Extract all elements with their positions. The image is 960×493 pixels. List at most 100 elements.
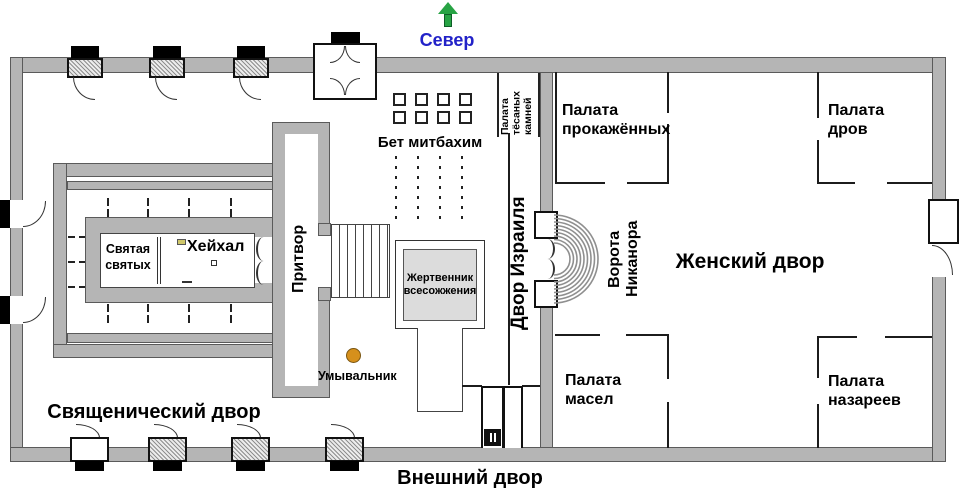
lepers-wall bbox=[555, 182, 605, 184]
wall-opening bbox=[10, 296, 23, 324]
porch-interior bbox=[285, 134, 318, 386]
west-gate bbox=[0, 296, 48, 324]
hook-square bbox=[459, 93, 472, 106]
oils-wall bbox=[667, 402, 669, 448]
arrow-head bbox=[438, 2, 458, 14]
womens-court-label: Женский двор bbox=[675, 250, 825, 273]
wood-wall bbox=[887, 182, 932, 184]
hewn-stones-label: Палата тёсаных камней bbox=[499, 91, 534, 135]
laver-icon bbox=[346, 348, 361, 363]
cell-divider bbox=[68, 286, 86, 288]
temple-inner-band-top bbox=[67, 181, 273, 190]
outer-wall-left bbox=[10, 57, 23, 462]
gate-door bbox=[233, 58, 269, 78]
nazirites-wall bbox=[817, 336, 819, 378]
oils-wall bbox=[667, 334, 669, 379]
wood-wall bbox=[817, 182, 855, 184]
lepers-wall bbox=[667, 124, 669, 184]
south-gate-channel bbox=[503, 386, 523, 448]
west-gate bbox=[0, 200, 48, 228]
cell-divider bbox=[188, 198, 190, 217]
cell-divider bbox=[147, 198, 149, 217]
gate-cap bbox=[237, 46, 265, 58]
door-arc-icon bbox=[23, 201, 46, 227]
wood-wall bbox=[817, 140, 819, 184]
table-dots bbox=[461, 156, 463, 220]
porch-label: Притвор bbox=[290, 224, 307, 294]
north-gate bbox=[149, 46, 185, 101]
nazirites-wall bbox=[817, 336, 857, 338]
gate-cap bbox=[153, 461, 182, 471]
gate-lintel-line bbox=[522, 385, 540, 387]
oils-wall bbox=[626, 334, 669, 336]
door-arc-icon bbox=[540, 259, 555, 279]
gate-door bbox=[148, 437, 187, 462]
north-gate bbox=[67, 46, 103, 101]
south-gate bbox=[70, 424, 109, 472]
priests-court-label: Священический двор bbox=[47, 401, 261, 423]
lepers-wall bbox=[555, 72, 557, 184]
gate-door bbox=[149, 58, 185, 78]
door-arc-icon bbox=[154, 424, 178, 438]
table-icon bbox=[182, 281, 192, 283]
altar-label: Жертвенник всесожжения bbox=[403, 272, 477, 297]
nazirites-label: Палата назареев bbox=[828, 373, 901, 409]
hook-square bbox=[437, 111, 450, 124]
gate-cap bbox=[236, 461, 265, 471]
stair-wall-stub bbox=[318, 223, 331, 236]
hook-square bbox=[393, 93, 406, 106]
door-arc-icon bbox=[256, 261, 271, 285]
hook-square bbox=[415, 111, 428, 124]
cell-divider bbox=[230, 198, 232, 217]
north-gatehouse bbox=[313, 32, 377, 100]
south-gate bbox=[148, 424, 187, 472]
israel-court-label: Двор Израиля bbox=[508, 196, 529, 330]
cell-divider bbox=[107, 198, 109, 217]
laver-label: Умывальник bbox=[318, 369, 397, 383]
temple-wall-bottom bbox=[53, 344, 273, 358]
south-gate bbox=[325, 424, 364, 472]
table-dots bbox=[395, 156, 397, 220]
table-dots bbox=[439, 156, 441, 220]
door-arc-icon bbox=[256, 237, 271, 261]
cell-divider bbox=[107, 304, 109, 323]
door-arc-icon bbox=[540, 239, 555, 259]
wood-label: Палата дров bbox=[828, 102, 885, 138]
door-arc-icon bbox=[155, 77, 177, 100]
temple-wall-top bbox=[53, 163, 273, 177]
lepers-label: Палата прокажённых bbox=[562, 102, 671, 138]
altar-ramp bbox=[417, 328, 463, 412]
gate-cap bbox=[330, 461, 359, 471]
arrow-stem bbox=[444, 14, 452, 27]
gate-cap bbox=[331, 32, 360, 44]
hook-square bbox=[437, 93, 450, 106]
nicanor-steps-semicircle bbox=[554, 214, 599, 304]
bet-mitbahim-label: Бет митбахим bbox=[377, 134, 483, 151]
door-arc-icon bbox=[932, 245, 953, 275]
nazirites-wall bbox=[885, 336, 932, 338]
door-arc-icon bbox=[73, 77, 95, 100]
cell-divider bbox=[68, 261, 86, 263]
gate-cap bbox=[0, 296, 10, 324]
east-gate bbox=[928, 199, 959, 277]
hook-square bbox=[393, 111, 406, 124]
oils-label: Палата масел bbox=[565, 372, 622, 408]
israel-court-boundary-line bbox=[508, 133, 510, 385]
gate-door bbox=[70, 437, 109, 462]
porch-east-opening bbox=[318, 236, 332, 287]
outer-court-label: Внешний двор bbox=[397, 467, 543, 489]
hewn-stones-room bbox=[497, 73, 540, 137]
door-arc-icon bbox=[76, 424, 100, 438]
cell-divider bbox=[230, 304, 232, 323]
south-gate-steps bbox=[484, 429, 501, 446]
gate-door bbox=[325, 437, 364, 462]
gate-lintel-line bbox=[462, 385, 482, 387]
wall-opening bbox=[10, 200, 23, 228]
temple-inner-band-bottom bbox=[67, 333, 273, 343]
north-label: Север bbox=[419, 30, 475, 50]
veil-divider bbox=[157, 237, 161, 284]
gate-cap bbox=[153, 46, 181, 58]
hook-square bbox=[459, 111, 472, 124]
gate-cap bbox=[0, 200, 10, 228]
